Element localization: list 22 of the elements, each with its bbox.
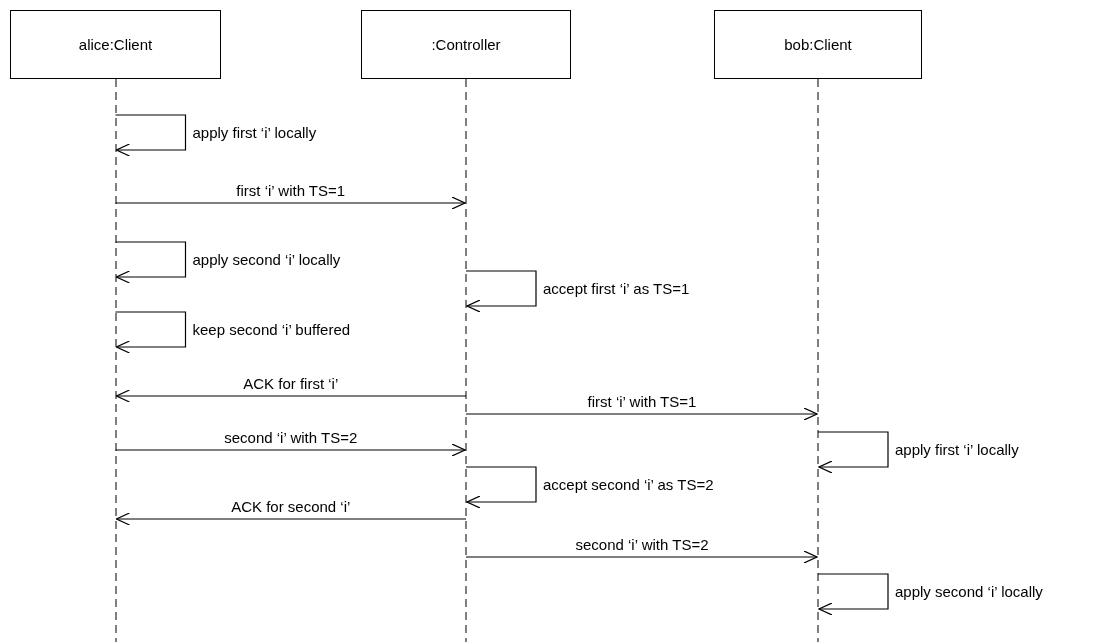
message-arrow [817,573,889,616]
message-arrow [465,466,537,509]
message-arrow [114,241,187,284]
edge-label: ACK for first ‘i’ [242,375,340,392]
message-arrow [114,114,187,157]
message-arrow [465,550,818,564]
edge-label: first ‘i’ with TS=1 [235,182,347,199]
message-arrow [817,431,889,474]
edge-label: first ‘i’ with TS=1 [586,393,698,410]
edge-label: second ‘i’ with TS=2 [223,429,359,446]
message-arrow [465,270,537,313]
message-arrow [465,407,818,421]
participant-name: bob:Client [784,36,852,53]
message-arrow [114,443,466,457]
edge-label: second ‘i’ with TS=2 [574,536,710,553]
message-arrow [114,311,187,354]
participant-name: alice:Client [78,36,153,53]
message-arrow [115,512,467,526]
edge-label: ACK for second ‘i’ [230,498,352,515]
message-arrow [114,196,466,210]
message-arrow [115,389,467,403]
participant-name: :Controller [431,36,501,53]
